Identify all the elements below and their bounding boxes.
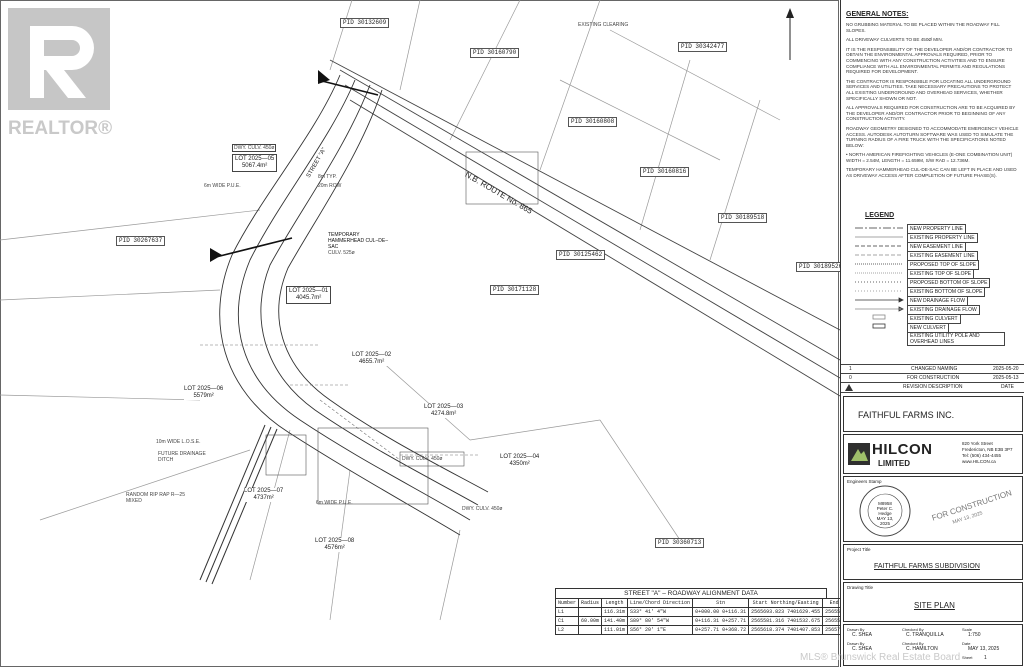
company-sub: LIMITED [878,459,910,468]
general-notes: GENERAL NOTES: NO GRUBBING MATERIAL TO B… [843,8,1023,208]
general-note: THE CONTRACTOR IS RESPONSIBLE FOR LOCATI… [846,78,1012,101]
approved-by: C. HAMILTON [906,646,938,652]
site-plan-linework [0,0,840,667]
general-note: TEMPORARY HAMMERHEAD CUL-DE-SAC CAN BE L… [846,167,1017,179]
pid-label: PID 30125462 [556,250,606,260]
pid-label: PID 30160790 [470,48,520,58]
drawing-title: SITE PLAN [914,601,955,610]
legend-symbols [855,227,904,329]
engineer-seal-icon [859,485,911,537]
general-note: ALL DRIVEWAY CULVERTS TO BE 450Ø MIN. [846,37,943,43]
engineer-stamp-block: Engineers Stamp M8958 Peter C. Hedge MAY… [843,476,1023,542]
pid-label: PID 30342477 [678,42,728,52]
title-block: GENERAL NOTES: NO GRUBBING MATERIAL TO B… [840,0,1024,667]
general-note: NO GRUBBING MATERIAL TO BE PLACED WITHIN… [846,22,1000,33]
project-title-block: Project Title FAITHFUL FARMS SUBDIVISION [843,544,1023,580]
existing-clearing-label: EXISTING CLEARING [578,22,629,28]
pue-note: 6m WIDE P.U.E. [204,183,241,189]
culvert-note: CULV. 525ø [328,250,355,256]
company-name: HILCON [872,441,933,458]
culvert-note: DWY. CULV. 450ø [462,506,503,512]
alignment-table-container: STREET "A" – ROADWAY ALIGNMENT DATA Numb… [554,588,898,635]
culvert-note: DWY. CULV. 450ø [232,144,277,152]
pid-label: PID 30160808 [568,117,618,127]
project-title: FAITHFUL FARMS SUBDIVISION [874,563,980,570]
revision-row: 1 CHANGED NAMING 2025-05-20 [841,364,1024,374]
checked-by: C. TRANQUILLA [906,632,944,638]
pid-label: PID 30132609 [340,18,390,28]
realtor-logo-icon [8,8,110,110]
drawing-title-block: Drawing Title SITE PLAN [843,582,1023,622]
site-plan-drawing: REALTOR® PID 30132609 PID 30160790 PID 3… [0,0,898,667]
pid-label: PID 30267637 [116,236,166,246]
riprap-note: RANDOM RIP RAP R—25 MIXED [126,492,185,504]
company-address: 820 York Street Fredericton, NB E3B 3P7 … [962,441,1013,464]
legend-title: LEGEND [865,212,895,219]
drawing-date: MAY 13, 2025 [968,646,1000,652]
pid-label: PID 30171128 [490,285,540,295]
drawn-by: C. SHEA [852,646,873,652]
seal-text: M8958 Peter C. Hedge MAY 13, 2025 [876,501,894,526]
revision-triangle-icon [845,384,853,391]
revision-row: 0 FOR CONSTRUCTION 2025-05-13 [841,373,1024,383]
pid-label: PID 30189518 [718,213,768,223]
legend: LEGEND NEW PROPERTY LINE EXISTING PROPER… [841,212,1024,346]
drawing-meta: Drawn By C. SHEA Checked By C. TRANQUILL… [843,624,1023,666]
pid-label: PID 30160816 [640,167,690,177]
legend-item: EXISTING UTILITY POLE AND OVERHEAD LINES [907,332,1005,346]
lose-note: 10m WIDE L.O.S.E. [156,439,201,445]
general-note: ROADWAY GEOMETRY DESIGNED TO ACCOMMODATE… [846,125,1019,148]
pid-label: PID 30189526 [796,262,846,272]
hammerhead-note: TEMPORARY HAMMERHEAD CUL–DE–SAC [328,232,389,250]
typical-width-note: 8m TYP. [318,174,337,180]
general-notes-title: GENERAL NOTES: [846,11,909,18]
revision-header-row: REVISION DESCRIPTION DATE [841,382,1024,393]
row-note: 20m ROW [318,183,342,189]
north-arrow-icon [786,8,794,60]
scale: 1:750 [968,632,981,638]
company-block: HILCON LIMITED 820 York Street Frederict… [843,434,1023,474]
pid-label: PID 30360713 [655,538,705,548]
mls-watermark: MLS® Brunswick Real Estate Board [800,652,961,663]
sheet-number: 1 [984,655,987,661]
general-note: ALL APPROVALS REQUIRED FOR CONSTRUCTION … [846,105,1016,122]
section-arrow-icon [318,70,330,84]
alignment-table-title: STREET "A" – ROADWAY ALIGNMENT DATA [555,588,827,598]
designed-by: C. SHEA [852,632,873,638]
ditch-note: FUTURE DRAINAGE DITCH [158,451,206,463]
realtor-brand-text: REALTOR® [8,118,113,139]
general-note: • NORTH AMERICAN FIREFIGHTING VEHICLES (… [846,152,1013,163]
stamp-label: Engineers Stamp [847,479,882,484]
client-name: FAITHFUL FARMS INC. [843,396,1023,432]
hilcon-logo-icon [848,443,870,465]
culvert-note: DWY. CULV. 450ø [402,456,443,462]
general-note: IT IS THE RESPONSIBILITY OF THE DEVELOPE… [846,46,1013,75]
pue-note: 6m WIDE P.U.E. [316,500,353,506]
revisions-table: 1 CHANGED NAMING 2025-05-20 0 FOR CONSTR… [841,356,1024,393]
